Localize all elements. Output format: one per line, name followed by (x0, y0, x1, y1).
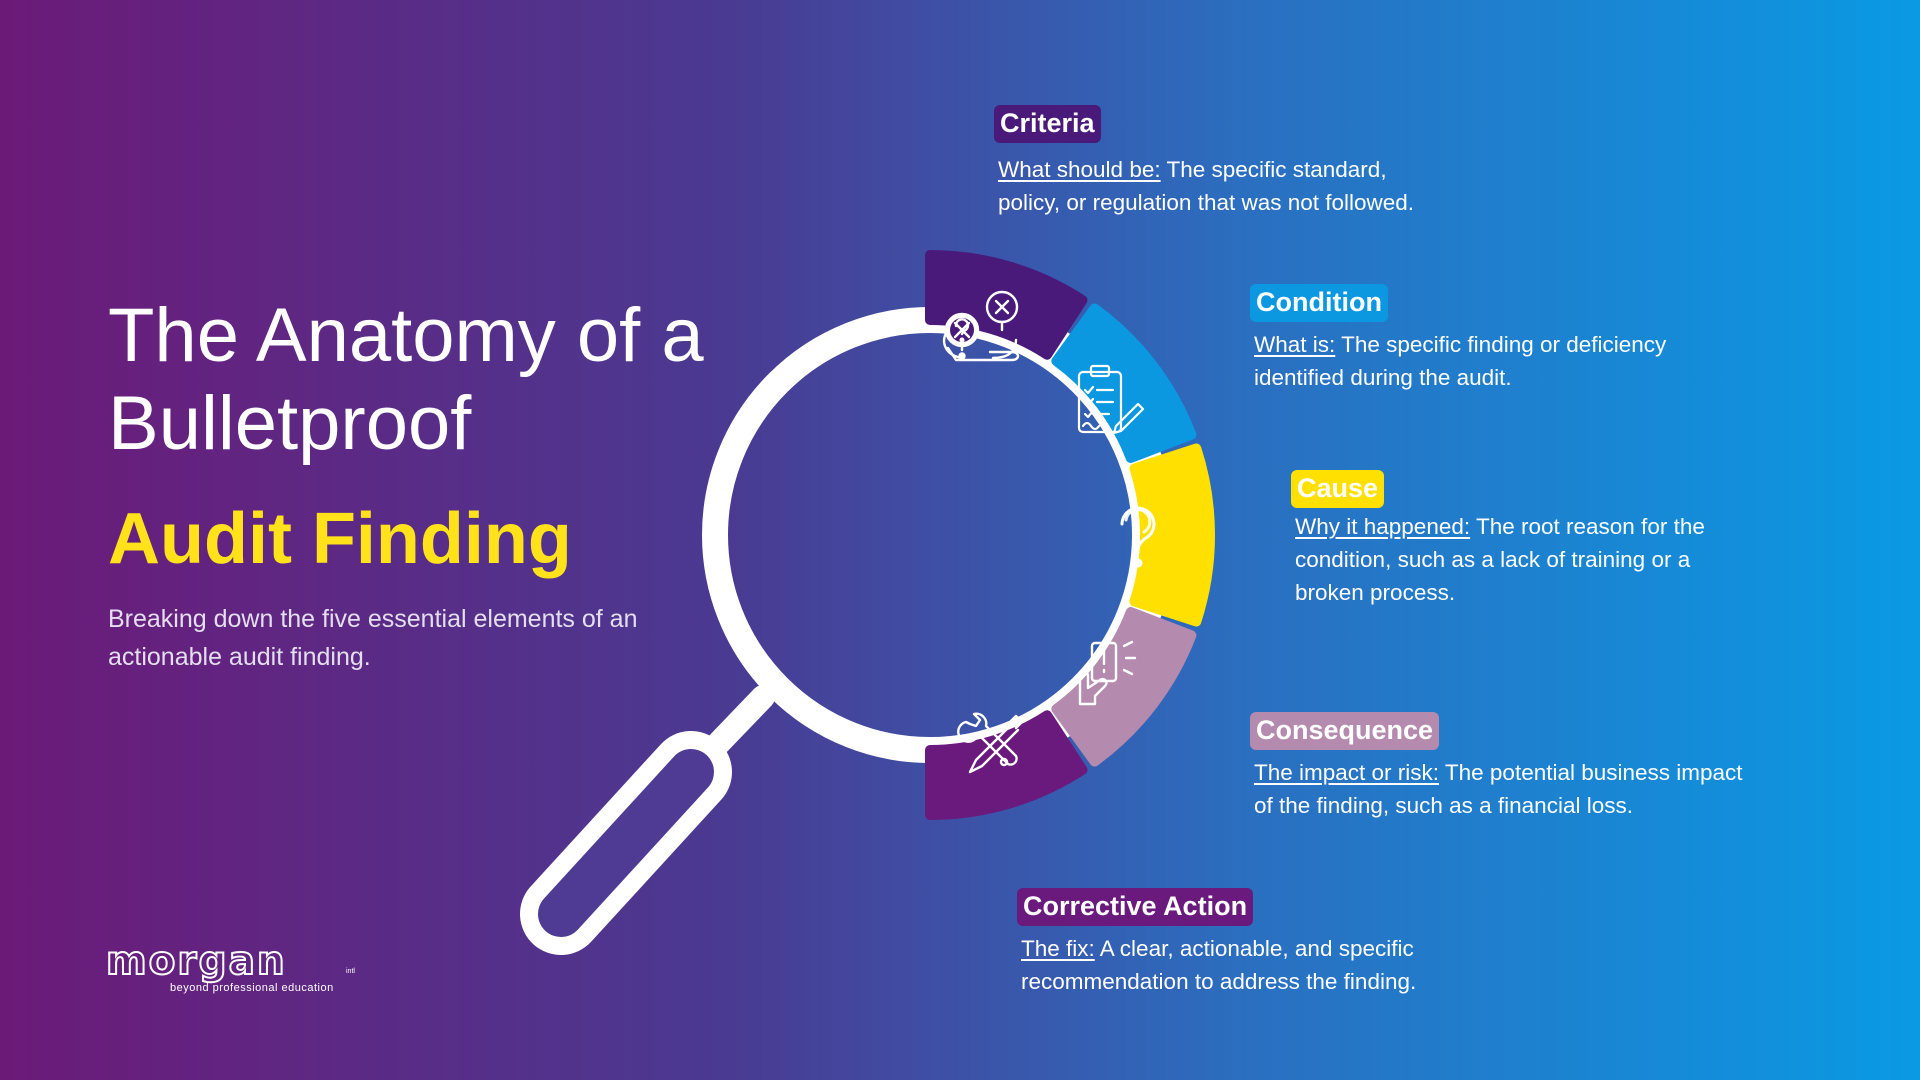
desc-consequence: The impact or risk: The potential busine… (1254, 756, 1754, 822)
logo-superscript: intl (346, 968, 355, 975)
lead-consequence: The impact or risk: (1254, 760, 1440, 785)
segment-condition (1051, 303, 1197, 463)
lead-criteria: What should be: (998, 157, 1161, 182)
segment-connectors (1050, 327, 1164, 743)
segment-connector (1050, 327, 1077, 355)
logo-tagline: beyond professional education (170, 982, 334, 994)
segment-consequence (1051, 607, 1197, 767)
magnifier-handle-inner (538, 749, 714, 937)
page-title-accent: Audit Finding (108, 499, 572, 579)
segment-cause (1129, 443, 1215, 627)
hand-alert-card-icon (1078, 640, 1137, 706)
text-criteria: The specific standard, policy, or regula… (998, 157, 1415, 215)
tag-criteria: Criteria (994, 105, 1101, 143)
lead-condition: What is: (1254, 332, 1336, 357)
morgan-logo: morgan intl beyond professional educatio… (105, 939, 366, 998)
question-mark-icon (1120, 506, 1156, 568)
tag-corrective-action: Corrective Action (1017, 888, 1254, 926)
desc-corrective-action: The fix: A clear, actionable, and specif… (1021, 932, 1461, 998)
tag-condition: Condition (1250, 284, 1388, 322)
lead-cause: Why it happened: (1295, 514, 1471, 539)
page-subtitle: Breaking down the five essential element… (108, 605, 638, 671)
page-title: The Anatomy of a Bulletproof (108, 293, 704, 466)
callout-corrective-action: Corrective Action The fix: A clear, acti… (1017, 888, 1461, 998)
desc-condition: What is: The specific finding or deficie… (1254, 328, 1714, 394)
tag-consequence: Consequence (1250, 712, 1440, 750)
text-condition: The specific finding or deficiency ident… (1254, 332, 1667, 390)
clipboard-checklist-icon (1077, 364, 1145, 435)
callout-criteria: Criteria What should be: The specific st… (994, 105, 1438, 219)
desc-criteria: What should be: The specific standard, p… (998, 153, 1438, 219)
tools-wrench-screwdriver-icon (957, 712, 1024, 774)
text-consequence: The potential business impact of the fin… (1254, 760, 1743, 818)
desc-cause: Why it happened: The root reason for the… (1295, 510, 1715, 609)
text-corrective-action: A clear, actionable, and specific recomm… (1021, 936, 1417, 994)
callout-cause: Cause Why it happened: The root reason f… (1291, 470, 1715, 609)
callout-condition: Condition What is: The specific finding … (1250, 284, 1714, 394)
tag-cause: Cause (1291, 470, 1385, 508)
segment-connector (1050, 715, 1077, 743)
segment-connector (1139, 444, 1164, 469)
segment-connector (1139, 601, 1164, 626)
map-question-cross-icon (942, 290, 1020, 362)
logo-wordmark: morgan (105, 939, 287, 984)
lead-corrective-action: The fix: (1021, 936, 1095, 961)
callout-consequence: Consequence The impact or risk: The pote… (1250, 712, 1754, 822)
text-cause: The root reason for the condition, such … (1295, 514, 1705, 605)
